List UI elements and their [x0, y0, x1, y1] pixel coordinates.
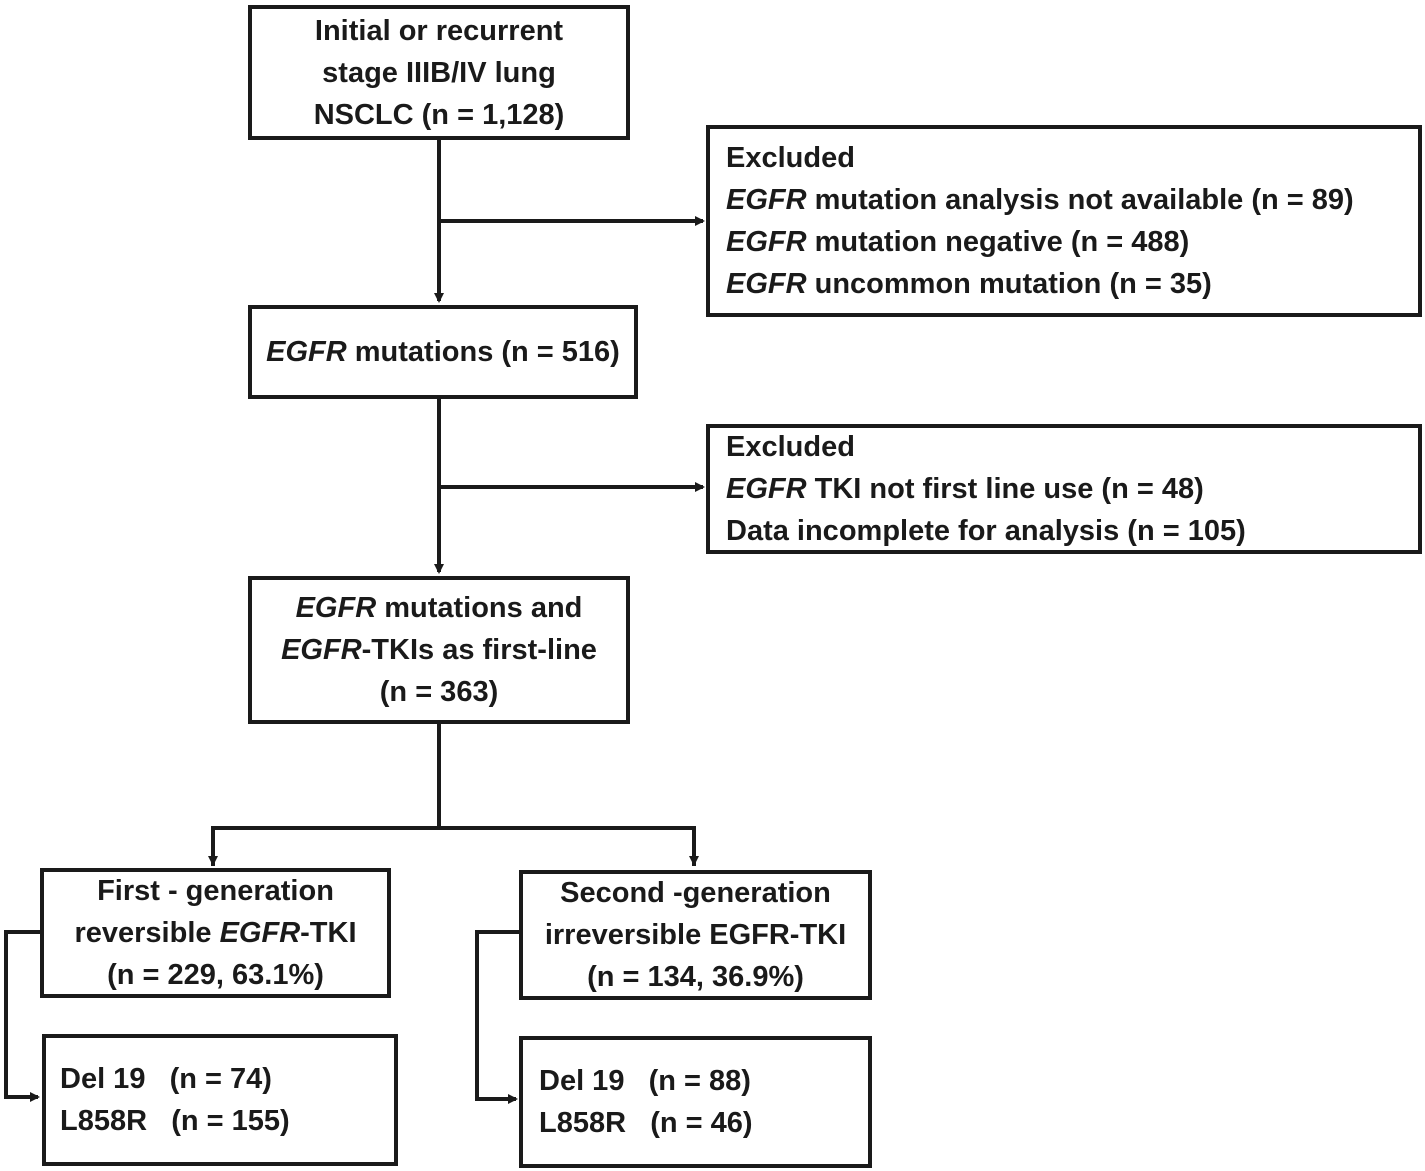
- egfr-mutations-line: EGFR mutations (n = 516): [266, 331, 620, 373]
- excluded2-item: Data incomplete for analysis (n = 105): [726, 510, 1246, 552]
- first-gen-subgroups-box: Del 19 (n = 74) L858R (n = 155): [42, 1034, 398, 1166]
- second-gen-subgroup: L858R (n = 46): [539, 1107, 753, 1139]
- gene-label: EGFR: [726, 473, 807, 505]
- initial-cohort-box: Initial or recurrent stage IIIB/IV lung …: [248, 5, 630, 140]
- excluded1-item: EGFR uncommon mutation (n = 35): [726, 263, 1212, 305]
- excluded2-item-text: TKI not first line use (n = 48): [814, 473, 1204, 505]
- first-gen-line-2: reversible EGFR-TKI: [74, 912, 356, 954]
- first-gen-text: -TKI: [300, 917, 357, 949]
- gene-label: EGFR: [726, 226, 807, 258]
- first-gen-line-1: First - generation: [97, 875, 334, 907]
- gene-label: EGFR: [726, 268, 807, 300]
- second-gen-subgroup: Del 19 (n = 88): [539, 1065, 751, 1097]
- gene-label: EGFR: [281, 634, 362, 666]
- excluded2-item: EGFR TKI not first line use (n = 48): [726, 468, 1204, 510]
- excluded1-item: EGFR mutation analysis not available (n …: [726, 179, 1354, 221]
- split-bar: [211, 826, 696, 866]
- excluded1-item: EGFR mutation negative (n = 488): [726, 221, 1189, 263]
- excluded1-item-text: uncommon mutation (n = 35): [814, 268, 1212, 300]
- gene-label: EGFR: [726, 184, 807, 216]
- first-line-text-1: mutations and: [384, 592, 583, 624]
- second-gen-subgroups-box: Del 19 (n = 88) L858R (n = 46): [519, 1036, 872, 1168]
- initial-line-2: stage IIIB/IV lung: [322, 56, 556, 89]
- second-gen-line-1: Second -generation: [560, 877, 831, 909]
- first-gen-subgroup: L858R (n = 155): [60, 1105, 290, 1137]
- first-generation-box: First - generation reversible EGFR-TKI (…: [40, 868, 391, 998]
- first-line-line-2: EGFR-TKIs as first-line: [281, 629, 597, 671]
- gene-label: EGFR: [266, 336, 347, 368]
- excluded-box-2: Excluded EGFR TKI not first line use (n …: [706, 424, 1422, 554]
- excluded1-item-text: mutation negative (n = 488): [814, 226, 1190, 258]
- first-gen-text: reversible: [74, 917, 220, 949]
- arrow-first-gen-subgroups: [4, 930, 40, 1102]
- excluded2-title: Excluded: [726, 431, 855, 463]
- arrow-second-gen-subgroups: [475, 930, 519, 1104]
- first-line-line-3: (n = 363): [379, 676, 499, 708]
- excluded1-item-text: mutation analysis not available (n = 89): [814, 184, 1354, 216]
- first-gen-subgroup: Del 19 (n = 74): [60, 1063, 272, 1095]
- gene-label: EGFR: [219, 917, 301, 949]
- excluded2-item-text: Data incomplete for analysis (n = 105): [726, 515, 1246, 547]
- initial-line-1: Initial or recurrent: [314, 14, 564, 47]
- first-line-text-2: -TKIs as first-line: [361, 634, 597, 666]
- excluded1-title: Excluded: [726, 142, 855, 174]
- second-gen-line-3: (n = 134, 36.9%): [587, 961, 804, 993]
- second-gen-line-2: irreversible EGFR-TKI: [544, 919, 847, 951]
- egfr-mutations-box: EGFR mutations (n = 516): [248, 305, 638, 399]
- second-generation-box: Second -generation irreversible EGFR-TKI…: [519, 870, 872, 1000]
- initial-line-3: NSCLC (n = 1,128): [313, 98, 565, 131]
- first-gen-line-3: (n = 229, 63.1%): [107, 959, 324, 991]
- egfr-mutations-text: mutations (n = 516): [354, 336, 620, 368]
- first-line-line-1: EGFR mutations and: [296, 587, 583, 629]
- gene-label: EGFR: [295, 592, 377, 624]
- excluded-box-1: Excluded EGFR mutation analysis not avai…: [706, 125, 1422, 317]
- first-line-tki-box: EGFR mutations and EGFR-TKIs as first-li…: [248, 576, 630, 724]
